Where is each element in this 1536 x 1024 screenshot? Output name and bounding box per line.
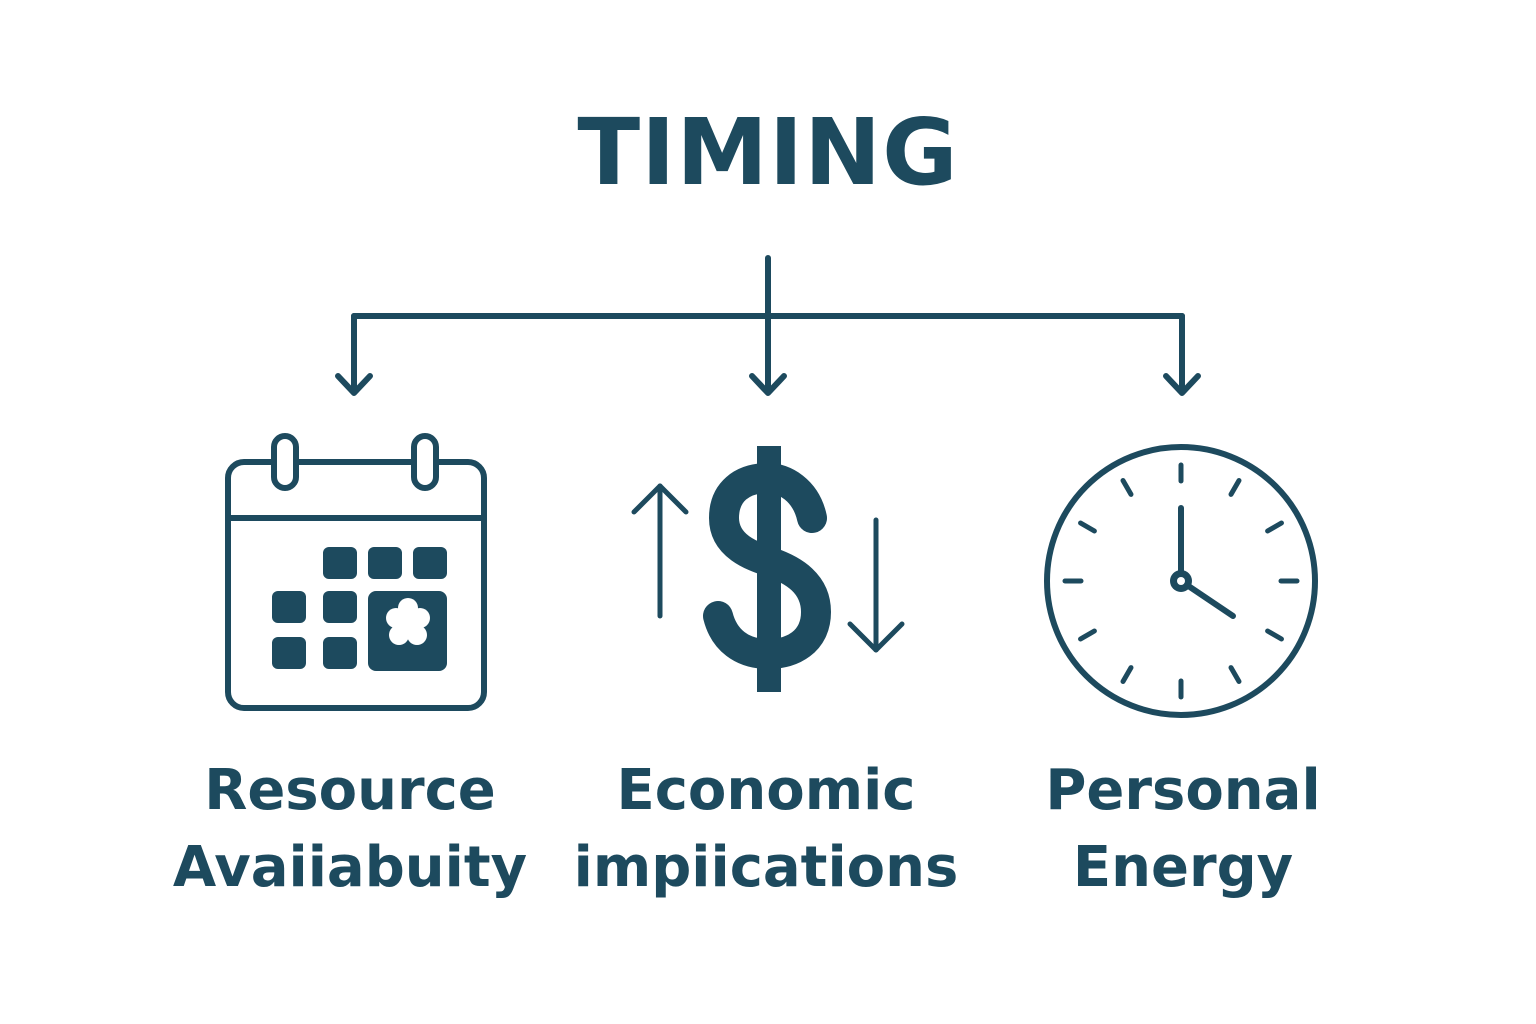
clock-tick: [1228, 665, 1242, 684]
center-arrowhead: [749, 373, 787, 396]
clock-icon: [1044, 444, 1318, 718]
right-arrowhead: [1163, 373, 1201, 396]
branch-label-economic: Economic impiications: [556, 752, 976, 906]
label-line: Economic: [616, 758, 916, 823]
label-line: Resource: [204, 758, 496, 823]
branch-label-resource: Resource Avaiiabuity: [140, 752, 560, 906]
calendar-icon: [225, 433, 487, 711]
clock-tick: [1228, 478, 1242, 497]
clock-tick: [1265, 628, 1284, 642]
clock-tick: [1265, 520, 1284, 534]
label-line: impiications: [573, 835, 959, 900]
connector-tree: [335, 255, 1201, 396]
label-line: Energy: [1072, 835, 1294, 900]
label-line: Avaiiabuity: [172, 835, 528, 900]
branch-label-personal: Personal Energy: [973, 752, 1393, 906]
clock-tick: [1120, 665, 1134, 684]
left-arrowhead: [335, 373, 373, 396]
clock-tick: [1120, 478, 1134, 497]
label-line: Personal: [1045, 758, 1321, 823]
clock-tick: [1078, 520, 1097, 534]
diagram-title: TIMING: [577, 99, 959, 206]
clock-tick: [1078, 628, 1097, 642]
dollar-sign-icon: [631, 446, 905, 692]
